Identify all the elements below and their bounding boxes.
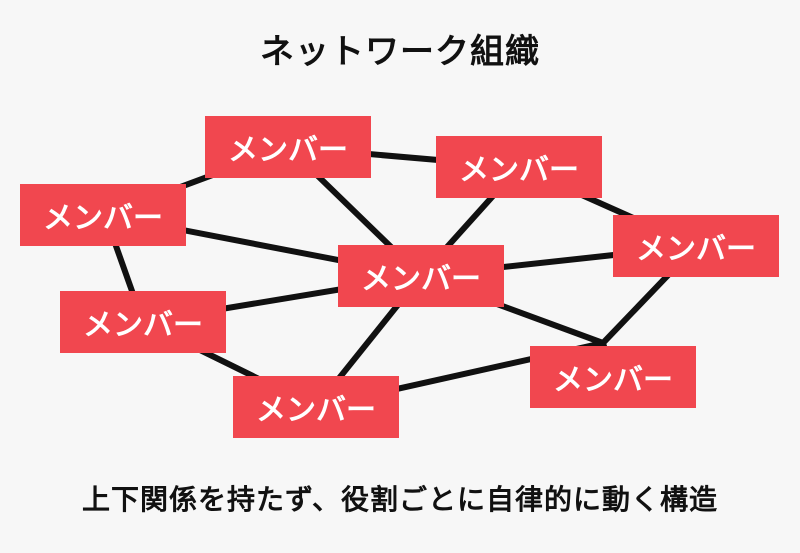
- member-node-lower-left: メンバー: [60, 291, 226, 353]
- member-node-left: メンバー: [20, 184, 186, 246]
- member-node-bottom-right: メンバー: [530, 346, 696, 408]
- caption: 上下関係を持たず、役割ごとに自律的に動く構造: [81, 483, 719, 516]
- page-title: ネットワーク組織: [260, 32, 540, 72]
- member-node-top-right: メンバー: [436, 136, 602, 198]
- member-node-top-left: メンバー: [205, 116, 371, 178]
- member-node-right: メンバー: [613, 215, 779, 277]
- member-node-center: メンバー: [338, 245, 504, 307]
- member-node-bottom-left: メンバー: [233, 376, 399, 438]
